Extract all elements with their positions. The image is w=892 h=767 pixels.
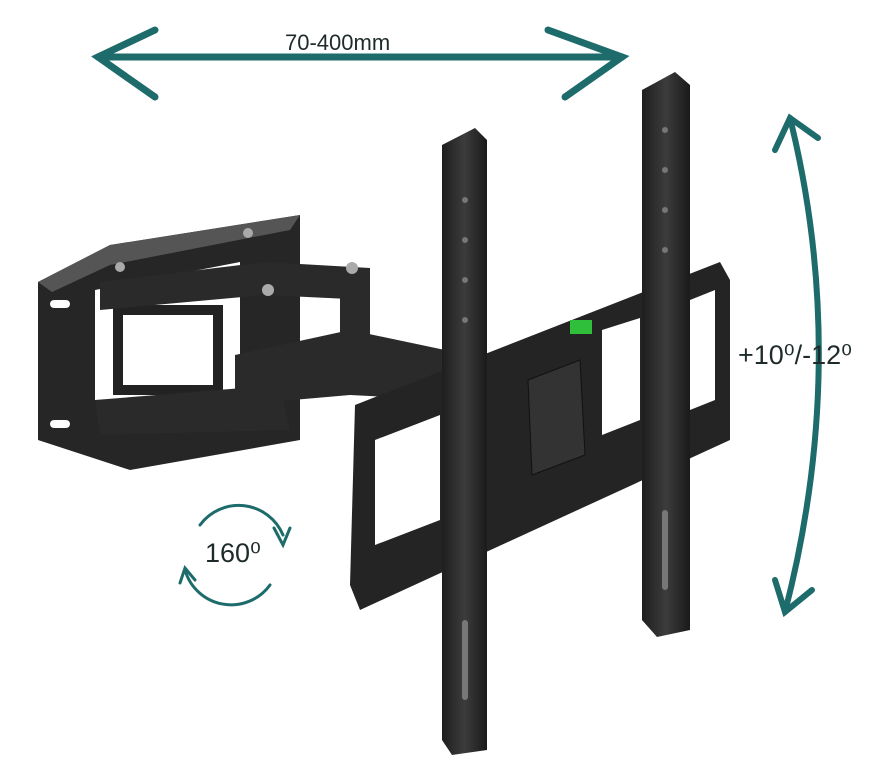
swivel-angle-label: 160⁰: [205, 538, 261, 568]
tilt-range-label: +10⁰/-12⁰: [738, 340, 852, 370]
level-bubble: [570, 320, 592, 334]
vertical-bars: [442, 72, 690, 755]
tilt-arrow: [772, 113, 822, 618]
width-arrow: [91, 26, 630, 101]
swing-arms: [95, 228, 515, 450]
vesa-range-label: 70-400mm: [285, 30, 391, 55]
swivel-arrow: [178, 503, 292, 607]
